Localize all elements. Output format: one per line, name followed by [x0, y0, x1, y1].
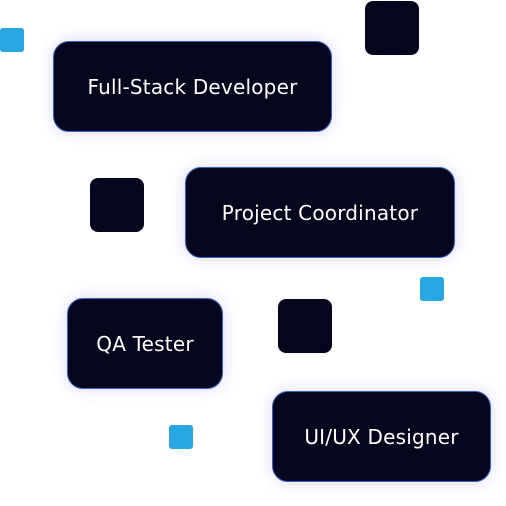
- decorative-blue-square: [169, 425, 193, 449]
- role-tag-label: QA Tester: [96, 331, 194, 356]
- role-tag-qa-tester: QA Tester: [67, 298, 223, 389]
- decorative-dark-square: [90, 178, 144, 232]
- role-tag-full-stack-developer: Full-Stack Developer: [53, 41, 332, 132]
- role-tag-label: Project Coordinator: [221, 200, 419, 225]
- role-tag-label: Full-Stack Developer: [87, 74, 298, 99]
- decorative-dark-square: [278, 299, 332, 353]
- role-tag-label: UI/UX Designer: [304, 424, 459, 449]
- role-tag-ui-ux-designer: UI/UX Designer: [272, 391, 491, 482]
- decorative-dark-square: [365, 1, 419, 55]
- decorative-blue-square: [0, 28, 24, 52]
- role-tag-project-coordinator: Project Coordinator: [185, 167, 455, 258]
- decorative-blue-square: [420, 277, 444, 301]
